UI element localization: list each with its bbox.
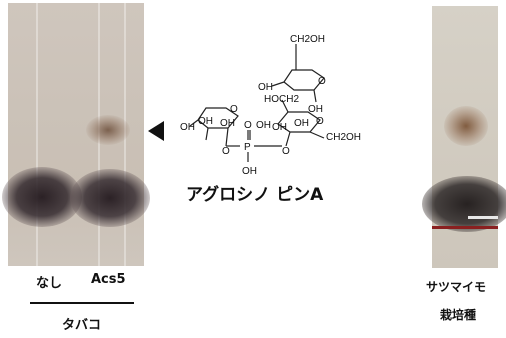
plate-highlight	[468, 216, 498, 219]
atom-label: CH2OH	[326, 132, 361, 143]
atom-label: OH	[258, 82, 273, 93]
atom-label: O	[230, 104, 238, 115]
lane-label-none: なし	[36, 276, 63, 291]
atom-label: O	[244, 120, 252, 131]
dark-band	[422, 176, 506, 232]
lane-guide	[36, 3, 38, 266]
atom-label: P	[244, 142, 251, 153]
dark-band	[2, 167, 82, 227]
tlc-plate-left	[2, 3, 150, 266]
atom-label: OH	[294, 118, 309, 129]
atom-label: CH2OH	[290, 34, 325, 45]
atom-label: OH	[220, 118, 235, 129]
atom-label: O	[282, 146, 290, 157]
agrocinopine-spot	[444, 106, 488, 146]
atom-label: O	[318, 76, 326, 87]
origin-line	[432, 226, 498, 229]
agrocinopine-structure: CH2OH OH OH O HOCH2 OH O OH CH2OH OH O O…	[180, 34, 361, 177]
compound-name: アグロシノ ピンA	[186, 185, 324, 205]
right-label-cultivar: 栽培種	[440, 308, 477, 322]
agrocinopine-spot	[86, 115, 130, 145]
triangle-left-icon	[148, 121, 164, 141]
atom-label: O	[222, 146, 230, 157]
atom-label: OH	[198, 116, 213, 127]
structure-bonds	[189, 44, 325, 162]
lane-label-acs5: Acs5	[91, 272, 126, 287]
atom-label: OH	[256, 120, 271, 131]
atom-label: OH	[272, 122, 287, 133]
atom-label: OH	[308, 104, 323, 115]
atom-label: OH	[242, 166, 257, 177]
right-label-sweetpotato: サツマイモ	[426, 280, 487, 294]
tlc-plate-right	[422, 6, 506, 268]
dark-band	[70, 169, 150, 227]
structure-atoms: CH2OH OH OH O HOCH2 OH O OH CH2OH OH O O…	[180, 34, 361, 177]
group-label-tobacco: タバコ	[62, 318, 102, 333]
atom-label: HOCH2	[264, 94, 299, 105]
atom-label: OH	[180, 122, 195, 133]
group-underline	[30, 302, 134, 304]
atom-label: O	[316, 116, 324, 127]
